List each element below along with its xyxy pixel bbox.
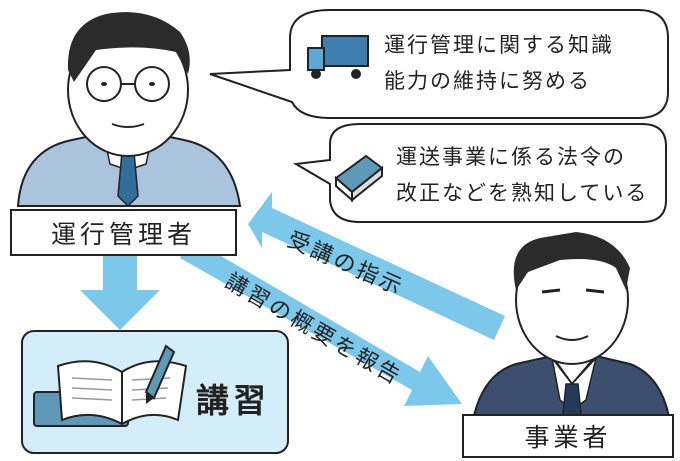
bubble-knowledge-line2: 能力の維持に努める [384,69,591,93]
arrow-report [180,238,462,406]
bubble-law-line1: 運送事業に係る法令の [396,145,626,169]
operator-figure [468,232,674,441]
truck-icon [307,35,369,79]
bubble-law-line2: 改正などを熟知している [396,181,649,205]
arrow-to-lecture [80,252,160,330]
operator-label-text: 事業者 [524,423,612,452]
pen-icon [144,344,176,404]
operator-label: 事業者 [462,414,674,458]
bubble-knowledge-line1: 運行管理に関する知識 [384,33,614,57]
manager-label: 運行管理者 [10,209,237,256]
manager-figure [16,12,242,208]
manager-label-text: 運行管理者 [50,219,196,249]
book-icon [334,154,384,203]
speech-bubble-law [292,123,667,223]
lecture-label: 講習 [196,381,270,420]
arrow-instruction [248,192,505,340]
